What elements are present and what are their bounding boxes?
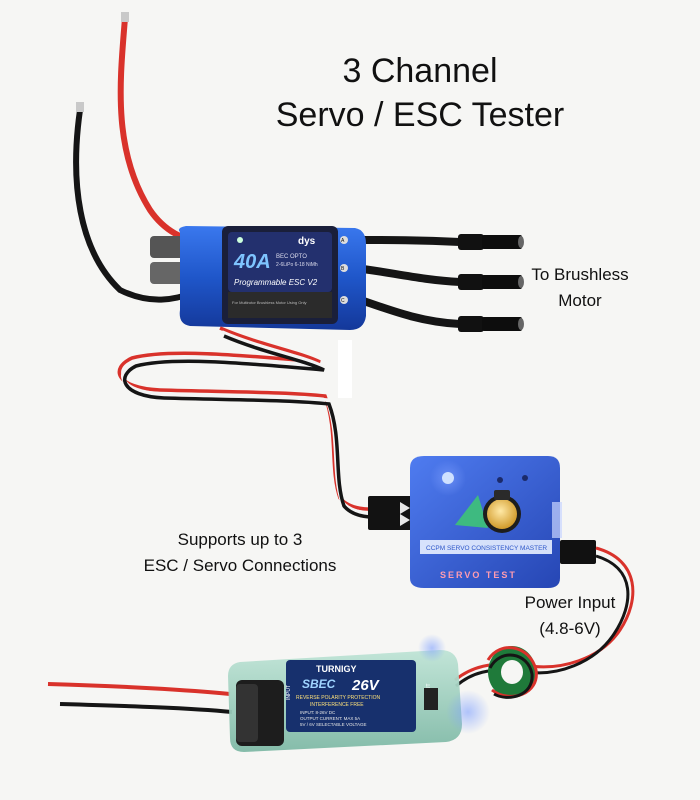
esc-body: dys 40A BEC OPTO 2-6LiPo 6-18 NiMh Progr… [178, 226, 366, 330]
title-line-1: 3 Channel [342, 52, 498, 90]
esc-pin-c-marker [340, 296, 348, 304]
ubec-brand: TURNIGY [316, 664, 357, 674]
ferrite-ring [486, 646, 538, 699]
caption-connections-line-1: Supports up to 3 [177, 530, 303, 549]
esc-battery-leads [73, 12, 203, 303]
caption-motor-line-1: To Brushless [531, 265, 629, 284]
esc-pin-a: A [341, 238, 345, 244]
esc-pin-c: C [341, 298, 345, 304]
esc-motor-leads [353, 234, 524, 332]
bullet-connector [458, 274, 524, 290]
tester-output-pins [552, 502, 562, 538]
power-lead [454, 540, 635, 699]
esc-brand: dys [298, 236, 316, 247]
tester-label: CCPM SERVO CONSISTENCY MASTER [426, 545, 547, 552]
caption-power-line-1: Power Input [524, 593, 616, 612]
ubec-jumper [424, 688, 438, 710]
tester-indicator [497, 477, 503, 483]
tester-led [442, 472, 454, 484]
servo-tester: CCPM SERVO CONSISTENCY MASTER SERVO TEST [410, 456, 562, 588]
ubec-spec-3: 5V / 6V SELECTABLE VOLTAGE [300, 722, 367, 727]
esc-pin-b: B [341, 266, 345, 272]
ubec-feature-1: REVERSE POLARITY PROTECTION [296, 695, 380, 701]
esc-rating: 40A [233, 251, 271, 273]
tester-name: SERVO TEST [440, 570, 517, 580]
caption-power-line-2: (4.8-6V) [539, 619, 601, 638]
ubec-voltage: 26V [351, 677, 381, 694]
caption-motor-line-2: Motor [558, 291, 602, 310]
ubec-spec-2: OUTPUT CURRENT: MAX 5A [300, 716, 360, 721]
power-plug [560, 540, 596, 564]
ubec-label-plate [286, 660, 416, 732]
esc-model: Programmable ESC V2 [234, 278, 318, 287]
ubec-feature-2: INTERFERENCE FREE [310, 702, 364, 708]
ubec-spec-1: INPUT: 8-26V DC [300, 710, 336, 715]
ubec-led-glow [446, 690, 490, 734]
tester-logo [455, 495, 488, 528]
bullet-connector [458, 234, 524, 250]
caption-power: Power Input (4.8-6V) [505, 590, 635, 642]
esc-pin-a-marker [340, 236, 348, 244]
esc-signal-wire [117, 326, 383, 519]
esc-footer: For Multirotor Brushless Motor Using Onl… [232, 300, 306, 305]
caption-connections: Supports up to 3 ESC / Servo Connections [110, 527, 370, 579]
esc-capacitors [150, 236, 186, 284]
tester-knob [487, 499, 517, 529]
caption-connections-line-2: ESC / Servo Connections [143, 556, 337, 575]
tester-indicator [522, 475, 528, 481]
bullet-connector [458, 316, 524, 332]
title-line-2: Servo / ESC Tester [275, 96, 565, 134]
ubec-input-label: INPUT [286, 685, 292, 700]
ubec-input-leads [47, 682, 233, 714]
ubec-led-glow [418, 634, 446, 662]
wire-highlight-patch [338, 340, 352, 398]
esc-spec: BEC OPTO [276, 254, 307, 260]
esc-pin-b-marker [340, 264, 348, 272]
caption-motor: To Brushless Motor [515, 262, 645, 314]
tester-knob-pointer [494, 490, 510, 500]
ubec-module: TURNIGY SBEC 26V REVERSE POLARITY PROTEC… [228, 634, 490, 752]
esc-cells: 2-6LiPo 6-18 NiMh [276, 262, 318, 268]
esc-status-dot [237, 237, 243, 243]
ubec-model: SBEC [302, 677, 336, 691]
